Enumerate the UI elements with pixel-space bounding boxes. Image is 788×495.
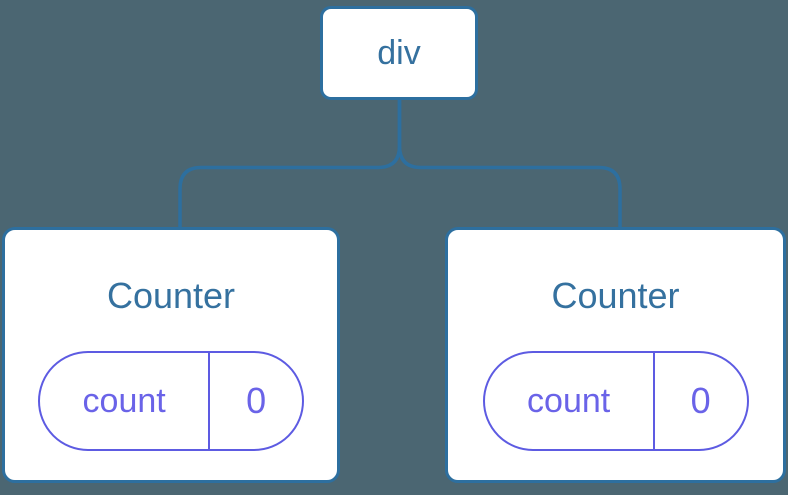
state-pill-right: count 0 bbox=[482, 351, 749, 451]
state-pill-right-value: 0 bbox=[690, 380, 711, 421]
counter-card-right-title: Counter bbox=[551, 275, 680, 316]
connector-left-branch bbox=[178, 99, 402, 228]
state-pill-right-key: count bbox=[485, 353, 655, 449]
root-node: div bbox=[320, 6, 478, 100]
counter-card-left: Counter count 0 bbox=[2, 227, 340, 483]
root-node-label: div bbox=[377, 33, 421, 72]
counter-card-right: Counter count 0 bbox=[445, 227, 786, 483]
state-pill-left-value: 0 bbox=[246, 380, 267, 421]
connector-right-branch bbox=[397, 99, 622, 228]
state-pill-left-key: count bbox=[40, 353, 211, 449]
state-pill-left: count 0 bbox=[38, 351, 304, 451]
counter-card-left-title: Counter bbox=[106, 275, 236, 316]
